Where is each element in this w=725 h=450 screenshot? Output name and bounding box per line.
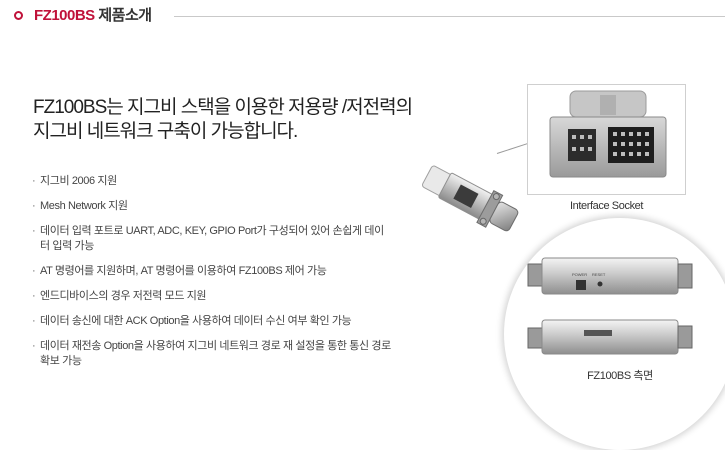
feature-item: 엔드디바이스의 경우 저전력 모드 지원 — [32, 289, 392, 304]
title-model: FZ100BS — [34, 7, 95, 24]
section-title: FZ100BS 제품소개 — [34, 7, 152, 25]
feature-item: 데이터 입력 포트로 UART, ADC, KEY, GPIO Port가 구성… — [32, 224, 392, 254]
feature-item: 데이터 재전송 Option을 사용하여 지그비 네트워크 경로 재 설정을 통… — [32, 339, 392, 369]
side-view-circle: POWER RESET — [504, 218, 725, 450]
feature-item: Mesh Network 지원 — [32, 199, 392, 214]
title-subtitle: 제품소개 — [98, 7, 152, 24]
socket-photo-frame — [527, 84, 686, 195]
feature-list: 지그비 2006 지원 Mesh Network 지원 데이터 입력 포트로 U… — [32, 174, 392, 379]
callout-line — [496, 142, 529, 154]
headline: FZ100BS는 지그비 스택을 이용한 저용량 /저전력의 지그비 네트워크 … — [33, 96, 453, 144]
section-header: FZ100BS 제품소개 — [0, 0, 725, 40]
feature-item: 데이터 송신에 대한 ACK Option을 사용하여 데이터 수신 여부 확인… — [32, 314, 392, 329]
socket-photo — [549, 90, 667, 178]
headline-line-2: 지그비 네트워크 구축이 가능합니다. — [33, 121, 298, 142]
feature-item: 지그비 2006 지원 — [32, 174, 392, 189]
power-label: POWER — [572, 272, 587, 277]
socket-caption: Interface Socket — [569, 200, 644, 212]
side-view-photo: POWER RESET — [527, 257, 693, 355]
side-caption: FZ100BS 측면 — [587, 370, 653, 382]
reset-label: RESET — [592, 272, 606, 277]
device-photo — [422, 165, 519, 232]
feature-item: AT 명령어를 지원하며, AT 명령어를 이용하여 FZ100BS 제어 가능 — [32, 264, 392, 279]
headline-line-1: FZ100BS는 지그비 스택을 이용한 저용량 /저전력의 — [33, 97, 413, 118]
header-divider — [174, 16, 725, 17]
circle-bullet-icon — [14, 11, 23, 20]
